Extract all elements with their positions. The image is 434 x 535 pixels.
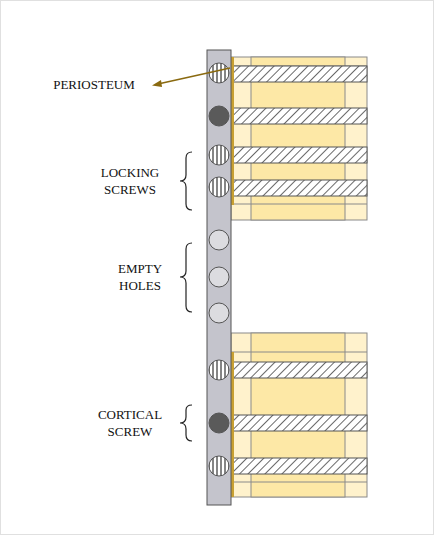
callout-label: LOCKING SCREWS (90, 164, 170, 198)
brace (180, 152, 192, 441)
bone-fragment (231, 333, 367, 497)
callout-label: EMPTY HOLES (110, 260, 170, 294)
plate-holes (209, 63, 229, 476)
bone-fragment (231, 57, 367, 220)
callout-label: PERIOSTEUM (29, 76, 159, 93)
bone-plate (207, 50, 231, 505)
leader-arrow (152, 68, 230, 87)
callout-label: CORTICAL SCREW (88, 406, 172, 440)
